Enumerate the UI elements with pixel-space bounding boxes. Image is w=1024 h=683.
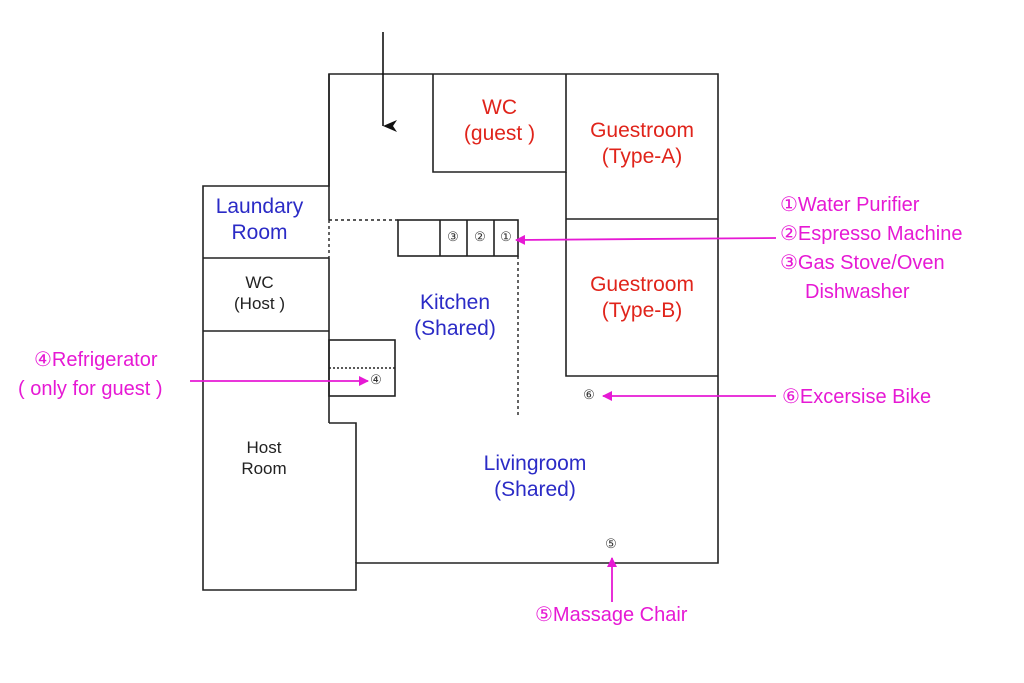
arrow-water-purifier xyxy=(515,234,777,245)
annotation-arrows xyxy=(190,234,777,602)
marker-2: ② xyxy=(474,229,486,244)
wc-host-label: WC(Host ) xyxy=(234,273,285,314)
marker-4: ④ xyxy=(370,372,382,387)
annotation-dishwasher: Dishwasher xyxy=(805,281,910,303)
guestroom-b-label: Guestroom(Type-B) xyxy=(590,273,694,323)
annotation-bike: ⑥Excersise Bike xyxy=(782,386,932,408)
annotation-gas-stove: ③Gas Stove/Oven xyxy=(780,252,945,274)
wc-guest-walls xyxy=(432,74,567,173)
marker-1: ① xyxy=(500,229,512,244)
marker-5: ⑤ xyxy=(605,536,617,551)
marker-3: ③ xyxy=(447,229,459,244)
annotation-espresso: ②Espresso Machine xyxy=(780,223,963,245)
annotation-refrigerator: ④Refrigerator xyxy=(34,349,158,371)
annotation-massage: ⑤Massage Chair xyxy=(535,604,688,626)
wc-guest-label: WC(guest ) xyxy=(463,96,536,146)
host-room-notch xyxy=(329,422,357,563)
annotation-water-purifier: ①Water Purifier xyxy=(780,194,920,216)
annotation-refrigerator-note: ( only for guest ) xyxy=(18,378,163,400)
livingroom-label: Livingroom(Shared) xyxy=(483,452,587,502)
outer-wall xyxy=(202,73,719,591)
marker-6: ⑥ xyxy=(583,387,595,402)
kitchen-label: Kitchen(Shared) xyxy=(414,291,496,341)
dashed-boundaries xyxy=(328,219,519,416)
guestroom-a-label: Guestroom(Type-A) xyxy=(590,119,694,169)
